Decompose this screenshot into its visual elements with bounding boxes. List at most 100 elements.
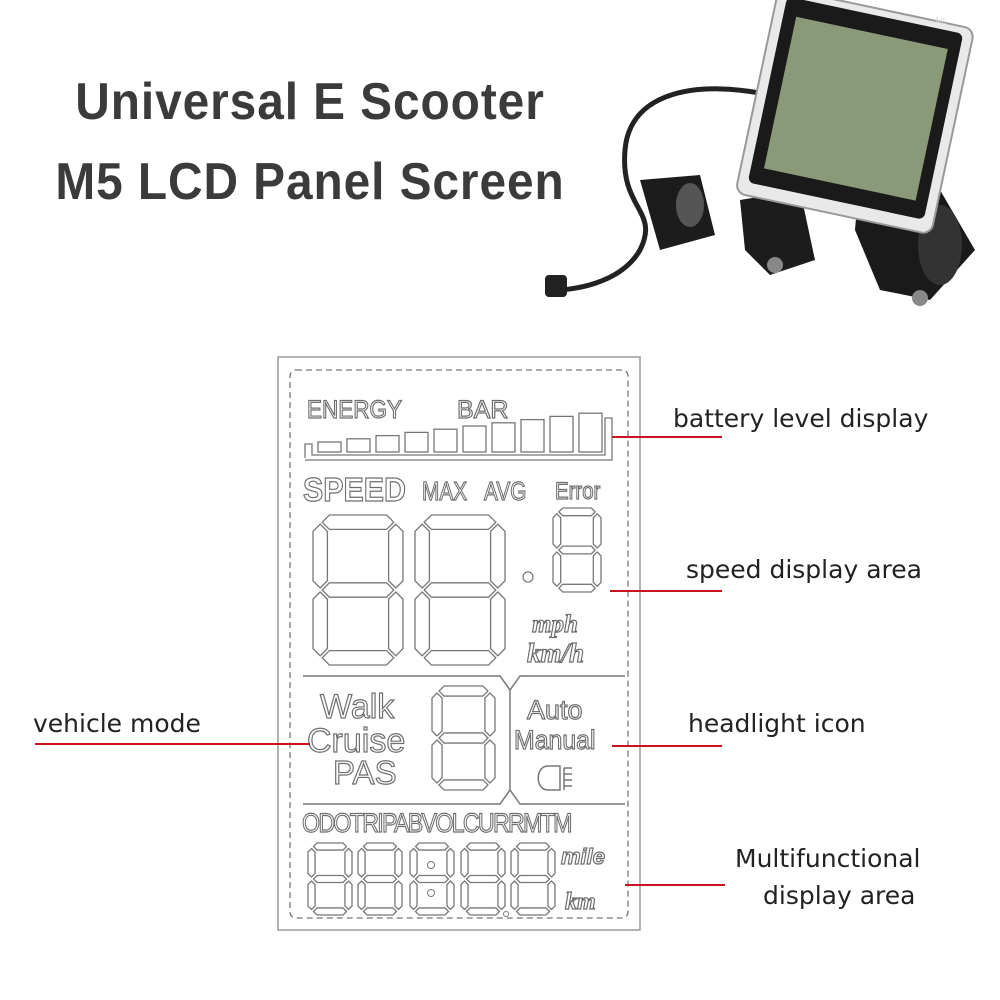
digit-segment — [312, 874, 348, 884]
callout-multifunctional: Multifunctional — [735, 844, 921, 873]
energy-bar-segment — [404, 431, 429, 453]
odometer-digit — [307, 842, 353, 916]
digit-segment — [387, 523, 404, 589]
digit-segment — [484, 739, 496, 784]
colon-dot-top — [427, 861, 435, 869]
speed-digit-tenths — [552, 507, 602, 593]
digit-segment — [438, 685, 489, 697]
digit-segment — [592, 512, 602, 549]
digit-segment — [312, 591, 329, 657]
speed-digit-ones — [414, 514, 506, 666]
lcd-mph-label: mph — [531, 611, 578, 638]
device-badge: M5 — [935, 15, 948, 26]
odo-decimal-dot — [503, 911, 509, 917]
energy-bar-segment — [462, 425, 487, 453]
digit-segment — [465, 842, 501, 851]
energy-bar-segment — [491, 422, 516, 453]
digit-segment — [438, 779, 489, 791]
digit-segment — [515, 874, 551, 884]
title-line-1: Universal E Scooter — [75, 73, 545, 131]
callout-vehicle-mode: vehicle mode — [33, 709, 201, 738]
digit-segment — [497, 880, 506, 911]
digit-segment — [409, 880, 418, 911]
callout-headlight-line — [612, 745, 722, 747]
digit-segment — [446, 847, 455, 878]
digit-segment — [423, 649, 497, 666]
digit-segment — [307, 847, 316, 878]
digit-segment — [547, 880, 556, 911]
title-line-2: M5 LCD Panel Screen — [55, 153, 565, 211]
digit-segment — [484, 692, 496, 737]
digit-segment — [414, 874, 450, 884]
digit-segment — [362, 842, 398, 851]
callout-headlight: headlight icon — [688, 709, 866, 738]
digit-segment — [362, 874, 398, 884]
digit-segment — [344, 847, 353, 878]
digit-segment — [465, 907, 501, 916]
colon-dot-bottom — [427, 889, 435, 897]
energy-bar-segment — [578, 412, 603, 453]
digit-segment — [423, 582, 497, 598]
mode-pas: PAS — [332, 754, 397, 791]
lcd-avg-label: AVG — [484, 476, 527, 506]
speed-decimal-dot — [522, 571, 534, 583]
digit-segment — [515, 842, 551, 851]
digit-segment — [321, 514, 395, 531]
callout-speed-line — [610, 590, 722, 592]
digit-segment — [489, 591, 506, 657]
lcd-error-label: Error — [554, 478, 601, 505]
digit-segment — [414, 842, 450, 851]
headlight-auto: Auto — [526, 695, 583, 725]
energy-bar — [317, 412, 603, 453]
digit-segment — [387, 591, 404, 657]
digit-segment — [431, 739, 443, 784]
mode-walk: Walk — [319, 688, 395, 726]
digit-segment — [312, 523, 329, 589]
lcd-mode-labels: ODOTRIPABVOLCURRMTM — [301, 808, 573, 838]
digit-segment — [489, 523, 506, 589]
digit-segment — [357, 880, 366, 911]
digit-segment — [409, 847, 418, 878]
callout-display-area: display area — [763, 881, 916, 910]
headlight-manual: Manual — [513, 725, 596, 755]
digit-segment — [497, 847, 506, 878]
energy-bar-segment — [375, 434, 400, 453]
digit-segment — [312, 842, 348, 851]
digit-segment — [552, 551, 562, 588]
odometer-digit — [510, 842, 556, 916]
digit-segment — [547, 847, 556, 878]
digit-segment — [414, 523, 431, 589]
energy-bar-segment — [520, 418, 545, 453]
lcd-energy-label: ENERGY — [306, 396, 403, 424]
odometer-digit — [357, 842, 403, 916]
callout-battery-line — [612, 436, 722, 438]
device-photo: M5 — [545, 0, 975, 306]
digit-segment — [460, 880, 469, 911]
callout-battery: battery level display — [673, 404, 929, 433]
speed-digit-tens — [312, 514, 404, 666]
digit-segment — [423, 514, 497, 531]
digit-segment — [446, 880, 455, 911]
digit-segment — [465, 874, 501, 884]
digit-segment — [414, 591, 431, 657]
digit-segment — [431, 692, 443, 737]
digit-segment — [307, 880, 316, 911]
energy-bar-segment — [549, 415, 574, 453]
digit-segment — [557, 545, 597, 555]
digit-segment — [394, 847, 403, 878]
mode-cruise: Cruise — [306, 722, 406, 760]
lcd-speed-label: SPEED — [302, 471, 406, 508]
digit-segment — [344, 880, 353, 911]
callout-speed: speed display area — [686, 555, 922, 584]
digit-segment — [552, 512, 562, 549]
lcd-kmh-label: km/h — [526, 638, 585, 668]
headlight-icon — [537, 765, 572, 791]
digit-segment — [321, 582, 395, 598]
digit-segment — [592, 551, 602, 588]
digit-segment — [321, 649, 395, 666]
assist-level-digit — [431, 685, 496, 791]
digit-segment — [515, 907, 551, 916]
digit-segment — [510, 880, 519, 911]
energy-bar-segment — [433, 428, 458, 453]
